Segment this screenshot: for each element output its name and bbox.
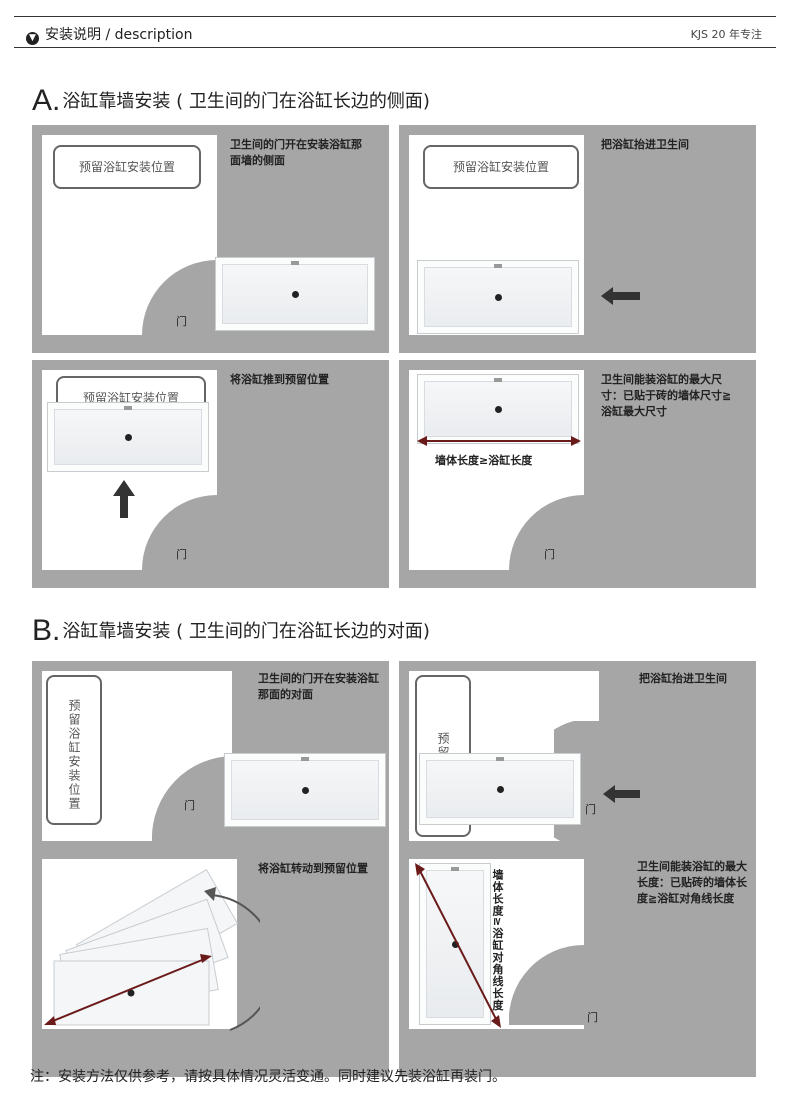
drain-icon — [292, 291, 299, 298]
bathtub — [224, 753, 386, 827]
faucet-icon — [291, 261, 299, 265]
brand-note: KJS 20 年专注 — [690, 28, 762, 41]
reserved-area-box: 预留浴缸安装位置 — [423, 145, 579, 189]
section-b-panel-4: 墙体长度≥浴缸对角线长度 卫生间能装浴缸的最大长度：已贴砖的墙体长度≧浴缸对角线… — [399, 849, 756, 1077]
faucet-icon — [494, 378, 502, 382]
diagonal-measure-line — [415, 863, 501, 1028]
measure-label: 墙体长度≥浴缸对角线长度 — [491, 869, 504, 1012]
measure-label: 墙体长度≥浴缸长度 — [435, 454, 533, 467]
door-label: 门 — [585, 803, 596, 816]
section-b-panel-3: 将浴缸转动到预留位置 — [32, 849, 389, 1077]
measure-line — [417, 436, 581, 446]
bathtub — [419, 863, 491, 1025]
panel-caption: 把浴缸抬进卫生间 — [601, 138, 689, 151]
door-gap — [584, 145, 589, 353]
reserved-area-box: 预留浴缸安装位置 — [53, 145, 201, 189]
door-swing-arc — [509, 495, 584, 570]
section-b-letter: B. — [32, 614, 61, 647]
faucet-icon — [496, 757, 504, 761]
arrow-left-icon — [603, 785, 615, 803]
header-bottom-rule — [14, 47, 776, 48]
panel-caption: 卫生间的门开在安装浴缸那面墙的侧面 — [230, 138, 362, 167]
bathtub — [215, 257, 375, 331]
install-note: 注：安装方法仅供参考，请按具体情况灵活变通。同时建议先装浴缸再装门。 — [30, 1069, 506, 1085]
section-b-heading: B.浴缸靠墙安装 ( 卫生间的门在浴缸长边的对面) — [32, 614, 430, 648]
arrow-up-icon — [113, 480, 135, 518]
drain-icon — [497, 786, 504, 793]
section-a-letter: A. — [32, 84, 61, 117]
panel-caption: 卫生间的门开在安装浴缸那面的对面 — [258, 672, 379, 701]
door-label: 门 — [184, 799, 195, 812]
panel-caption: 将浴缸转动到预留位置 — [258, 862, 368, 875]
header-title-text: 安装说明 / description — [45, 27, 193, 43]
faucet-icon — [124, 406, 132, 410]
drain-icon — [125, 434, 132, 441]
section-a-panel-3: 预留浴缸安装位置 将浴缸推到预留位置 门 — [32, 360, 389, 588]
door-label: 门 — [587, 1011, 598, 1024]
reserved-area-box: 预留浴缸安装位置 — [46, 675, 102, 825]
door-swing-arc — [152, 756, 234, 841]
bathtub — [47, 402, 209, 472]
arrow-shaft — [614, 790, 640, 798]
drain-icon — [495, 406, 502, 413]
door-swing-arc — [142, 495, 217, 570]
door-swing-arc — [509, 945, 584, 1025]
drain-icon — [495, 294, 502, 301]
faucet-icon — [451, 867, 459, 871]
header-top-rule — [14, 16, 776, 17]
chevron-down-icon: ▼ — [26, 32, 39, 45]
section-b-title: 浴缸靠墙安装 ( 卫生间的门在浴缸长边的对面) — [62, 621, 430, 642]
section-a-panel-2: 预留浴缸安装位置 把浴缸抬进卫生间 — [399, 125, 756, 353]
bathtub — [417, 260, 579, 334]
header-title: ▼ 安装说明 / description — [26, 24, 192, 45]
drain-icon — [302, 787, 309, 794]
faucet-icon — [301, 757, 309, 761]
section-a-heading: A.浴缸靠墙安装 ( 卫生间的门在浴缸长边的侧面) — [32, 84, 430, 118]
section-a-panel-4: 墙体长度≥浴缸长度 卫生间能装浴缸的最大尺寸：已贴于砖的墙体尺寸≧浴缸最大尺寸 … — [399, 360, 756, 588]
door-label: 门 — [176, 315, 187, 328]
door-gap — [222, 869, 242, 1034]
bathtub — [419, 753, 581, 825]
drain-icon — [452, 941, 459, 948]
rotating-bathtubs — [44, 868, 239, 1026]
panel-caption: 把浴缸抬进卫生间 — [639, 672, 727, 685]
arrow-left-icon — [601, 287, 613, 305]
door-swing-arc — [142, 260, 217, 335]
door-label: 门 — [544, 548, 555, 561]
arrow-shaft — [612, 292, 640, 300]
panel-caption: 卫生间能装浴缸的最大长度：已贴砖的墙体长度≧浴缸对角线长度 — [637, 860, 747, 905]
faucet-icon — [494, 264, 502, 268]
panel-caption: 将浴缸推到预留位置 — [230, 373, 329, 386]
door-label: 门 — [176, 548, 187, 561]
rotate-arrow-icon — [204, 887, 260, 1031]
section-a-title: 浴缸靠墙安装 ( 卫生间的门在浴缸长边的侧面) — [62, 91, 430, 112]
bathtub — [417, 374, 579, 444]
section-a-panel-1: 预留浴缸安装位置 卫生间的门开在安装浴缸那面墙的侧面 门 — [32, 125, 389, 353]
panel-caption: 卫生间能装浴缸的最大尺寸：已贴于砖的墙体尺寸≧浴缸最大尺寸 — [601, 373, 732, 418]
